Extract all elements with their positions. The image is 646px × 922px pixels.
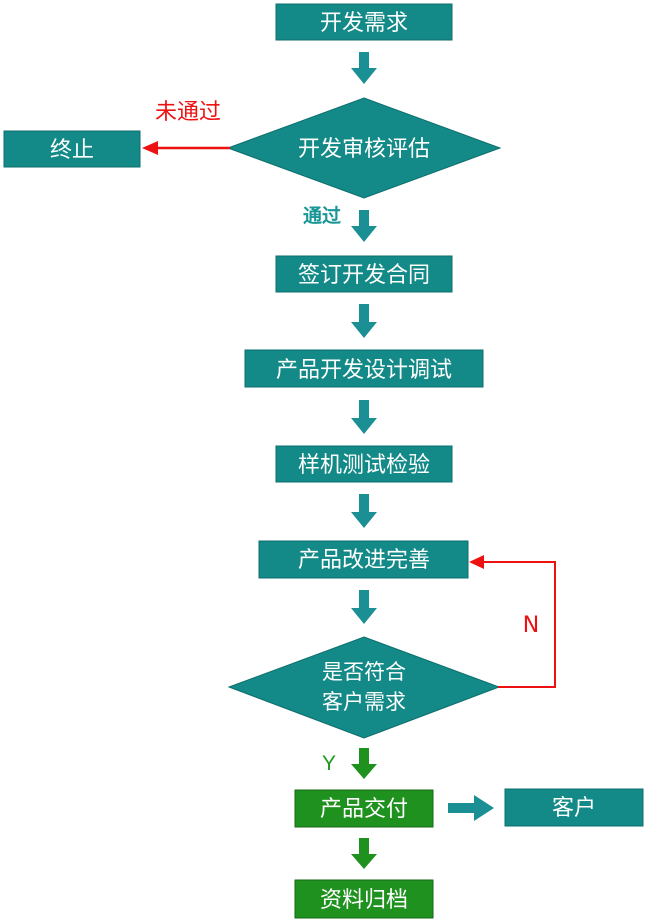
step-dev-request: 开发需求 xyxy=(275,3,453,41)
step-terminate: 终止 xyxy=(3,130,141,168)
step-sign-contract-label: 签订开发合同 xyxy=(298,263,430,288)
arrow-down-icon xyxy=(351,210,377,242)
label-no: N xyxy=(523,613,539,638)
arrow-down-icon xyxy=(351,494,377,528)
step-dev-request-label: 开发需求 xyxy=(320,11,408,36)
connector-not-passed xyxy=(142,141,230,155)
decision-dev-review: 开发审核评估 xyxy=(226,97,502,199)
step-sample-test: 样机测试检验 xyxy=(275,445,453,483)
arrow-right-icon xyxy=(448,795,494,821)
step-product-design: 产品开发设计调试 xyxy=(244,349,484,388)
arrowhead-left-icon xyxy=(469,555,484,569)
arrow-down-icon xyxy=(351,748,377,779)
step-product-design-label: 产品开发设计调试 xyxy=(276,358,452,383)
step-archive: 资料归档 xyxy=(294,879,434,919)
decision-meets-need-line1: 是否符合 xyxy=(322,660,406,684)
arrowhead-left-icon xyxy=(142,141,158,155)
arrow-down-icon xyxy=(351,400,377,434)
step-sign-contract: 签订开发合同 xyxy=(275,255,453,293)
step-delivery: 产品交付 xyxy=(294,789,434,828)
connector-loop-back xyxy=(469,555,556,688)
step-customer-label: 客户 xyxy=(552,796,596,821)
step-sample-test-label: 样机测试检验 xyxy=(298,453,430,478)
step-improve: 产品改进完善 xyxy=(258,540,469,579)
arrow-down-icon xyxy=(351,590,377,624)
step-archive-label: 资料归档 xyxy=(320,888,408,913)
step-customer: 客户 xyxy=(504,788,644,827)
arrow-down-icon xyxy=(351,838,377,869)
step-delivery-label: 产品交付 xyxy=(320,797,408,822)
arrow-down-icon xyxy=(351,304,377,338)
step-terminate-label: 终止 xyxy=(50,138,94,163)
step-improve-label: 产品改进完善 xyxy=(298,548,430,573)
decision-meets-need-line2: 客户需求 xyxy=(322,690,406,714)
decision-dev-review-label: 开发审核评估 xyxy=(298,137,430,162)
label-yes: Y xyxy=(322,752,336,775)
label-passed: 通过 xyxy=(303,205,341,227)
arrow-down-icon xyxy=(351,52,377,84)
decision-meets-need: 是否符合 客户需求 xyxy=(227,636,501,739)
label-not-passed: 未通过 xyxy=(155,100,221,125)
